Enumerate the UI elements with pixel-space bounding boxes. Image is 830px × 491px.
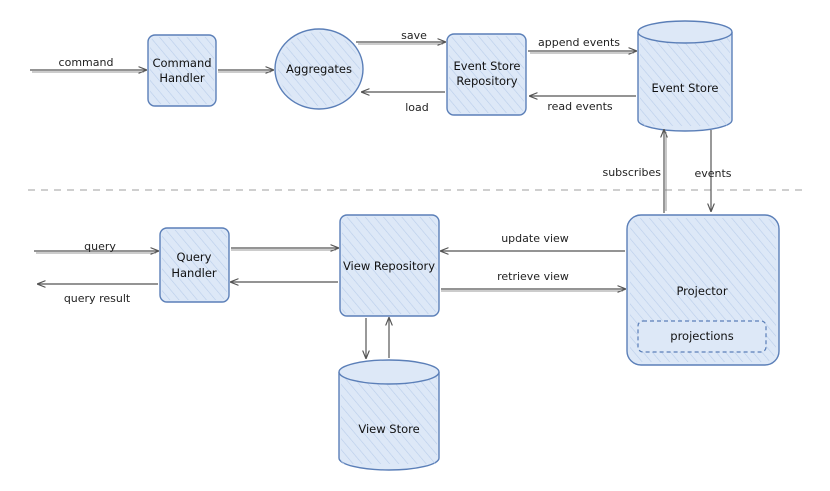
query-handler-to-view-repo-arrow <box>231 248 338 250</box>
update-view-edge-label: update view <box>501 232 569 245</box>
command-handler-label-2: Handler <box>159 71 205 85</box>
event-store-cylinder: Event Store <box>637 20 733 132</box>
update-view-arrow: update view <box>441 232 625 251</box>
projector-label: Projector <box>676 284 727 298</box>
view-repository-node: View Repository <box>339 214 440 317</box>
retrieve-view-edge-label: retrieve view <box>497 270 569 283</box>
subscribes-edge-label: subscribes <box>602 166 661 179</box>
append-events-edge-label: append events <box>538 36 620 49</box>
load-edge-label: load <box>405 101 429 114</box>
save-edge-label: save <box>401 29 427 42</box>
query-result-arrow: query result <box>38 284 158 305</box>
append-events-arrow: append events <box>528 36 636 53</box>
event-store-label: Event Store <box>652 81 719 95</box>
event-store-repository-label-2: Repository <box>456 74 517 88</box>
events-arrow: events <box>694 130 732 211</box>
handler-to-aggregates-arrow <box>218 70 273 72</box>
query-handler-label-2: Handler <box>171 266 217 280</box>
query-handler-label-1: Query <box>177 250 212 264</box>
projector-node: Projector projections <box>626 214 780 366</box>
subscribes-arrow: subscribes <box>602 130 666 213</box>
load-arrow: load <box>362 92 445 114</box>
save-arrow: save <box>356 29 445 44</box>
command-arrow: command <box>30 56 146 72</box>
projections-box <box>637 320 767 353</box>
read-events-arrow: read events <box>530 96 636 113</box>
command-handler-node: Command Handler <box>147 34 217 107</box>
command-edge-label: command <box>59 56 114 69</box>
read-events-edge-label: read events <box>547 100 613 113</box>
view-repository-label: View Repository <box>343 259 435 273</box>
view-store-cylinder: View Store <box>338 359 440 471</box>
events-edge-label: events <box>694 167 731 180</box>
aggregates-node: Aggregates <box>274 28 364 110</box>
projections-label: projections <box>670 329 733 343</box>
query-handler-node: Query Handler <box>159 227 230 303</box>
event-store-repository-label-1: Event Store <box>454 59 521 73</box>
query-arrow: query <box>34 240 158 253</box>
retrieve-view-arrow: retrieve view <box>441 270 625 291</box>
aggregates-label: Aggregates <box>286 62 352 76</box>
command-handler-label-1: Command <box>152 56 211 70</box>
query-result-edge-label: query result <box>64 292 131 305</box>
view-store-label: View Store <box>358 422 419 436</box>
query-edge-label: query <box>84 240 116 253</box>
event-store-repository-node: Event Store Repository <box>446 33 527 116</box>
